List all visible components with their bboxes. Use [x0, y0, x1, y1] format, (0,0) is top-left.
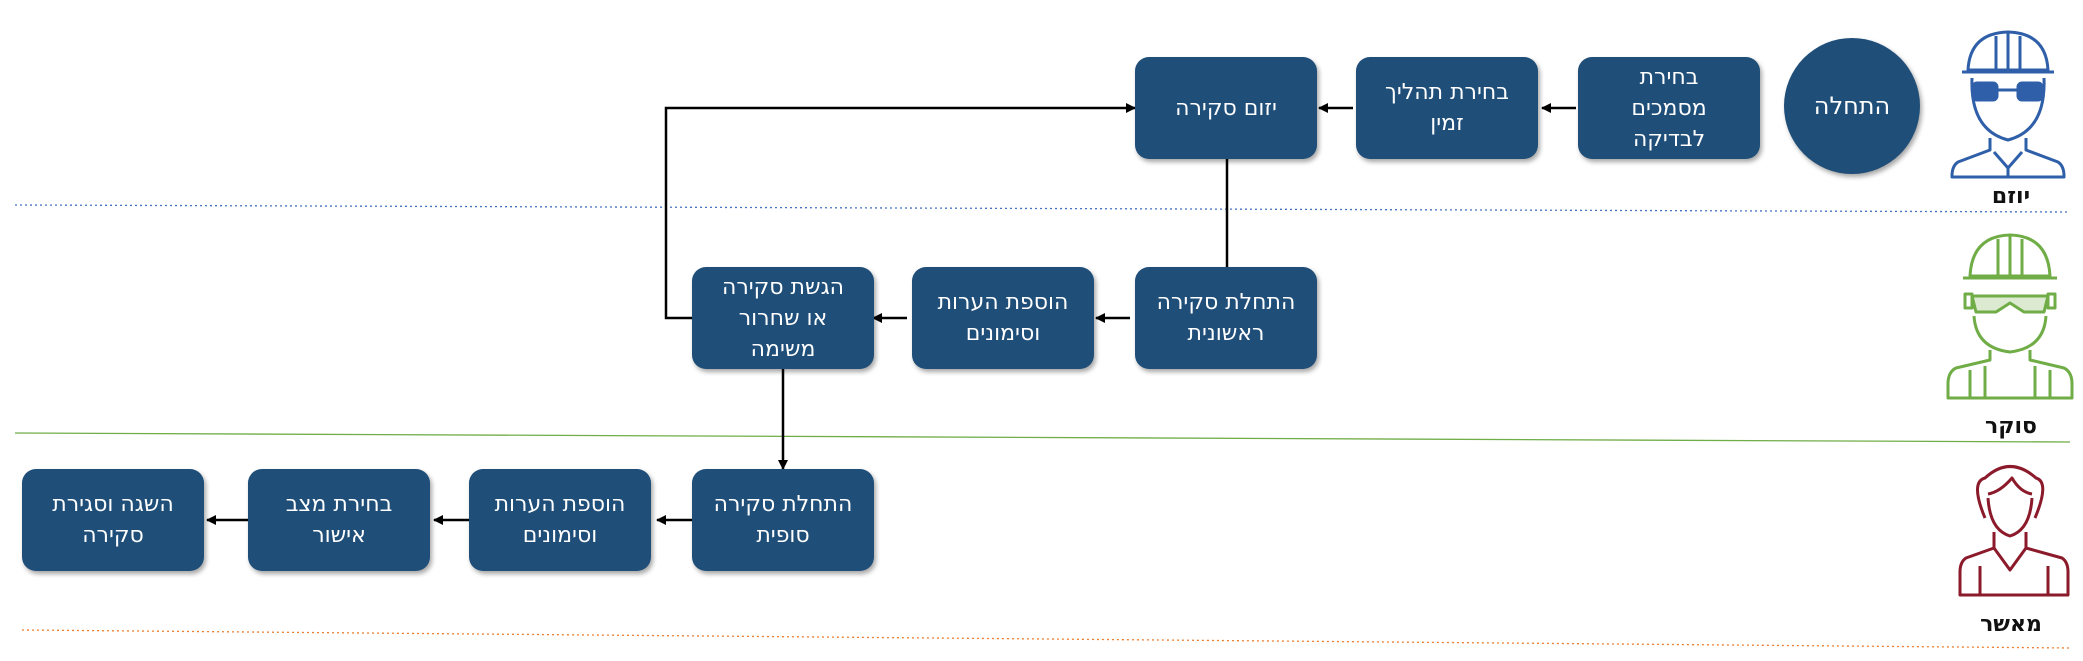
role-label-initiator: יוזם [1991, 184, 2031, 209]
role-label-reviewer: סוקר [1985, 414, 2037, 439]
node-start-final-review: התחלת סקירה סופית [692, 469, 874, 571]
node-complete-and-close: השגה וסגירת סקירה [22, 469, 204, 571]
worker-hardhat-icon [1946, 233, 2074, 400]
node-select-approval-status: בחירת מצב אישור [248, 469, 430, 571]
arrow-submit-loop-to-initiate [664, 103, 1136, 320]
role-label-approver: מאשר [1980, 612, 2042, 637]
node-select-documents: בחירת מסמכים לבדיקה [1578, 57, 1760, 159]
node-start-initial-review: התחלת סקירה ראשונית [1135, 267, 1317, 369]
node-initiate-review: יזום סקירה [1135, 57, 1317, 159]
worker-hardhat-glasses-icon [1950, 30, 2066, 179]
node-add-comments-reviewer: הוספת הערות וסימונים [912, 267, 1094, 369]
node-submit-or-release: הגשת סקירה או שחרור משימה [692, 267, 874, 369]
node-select-process: בחירת תהליך זמין [1356, 57, 1538, 159]
lane-divider-approver [21, 629, 2071, 649]
start-node: התחלה [1784, 38, 1920, 174]
lane-divider-initiator [14, 204, 2071, 213]
woman-icon [1958, 465, 2070, 597]
lane-divider-reviewer [14, 432, 2071, 443]
node-add-comments-approver: הוספת הערות וסימונים [469, 469, 651, 571]
